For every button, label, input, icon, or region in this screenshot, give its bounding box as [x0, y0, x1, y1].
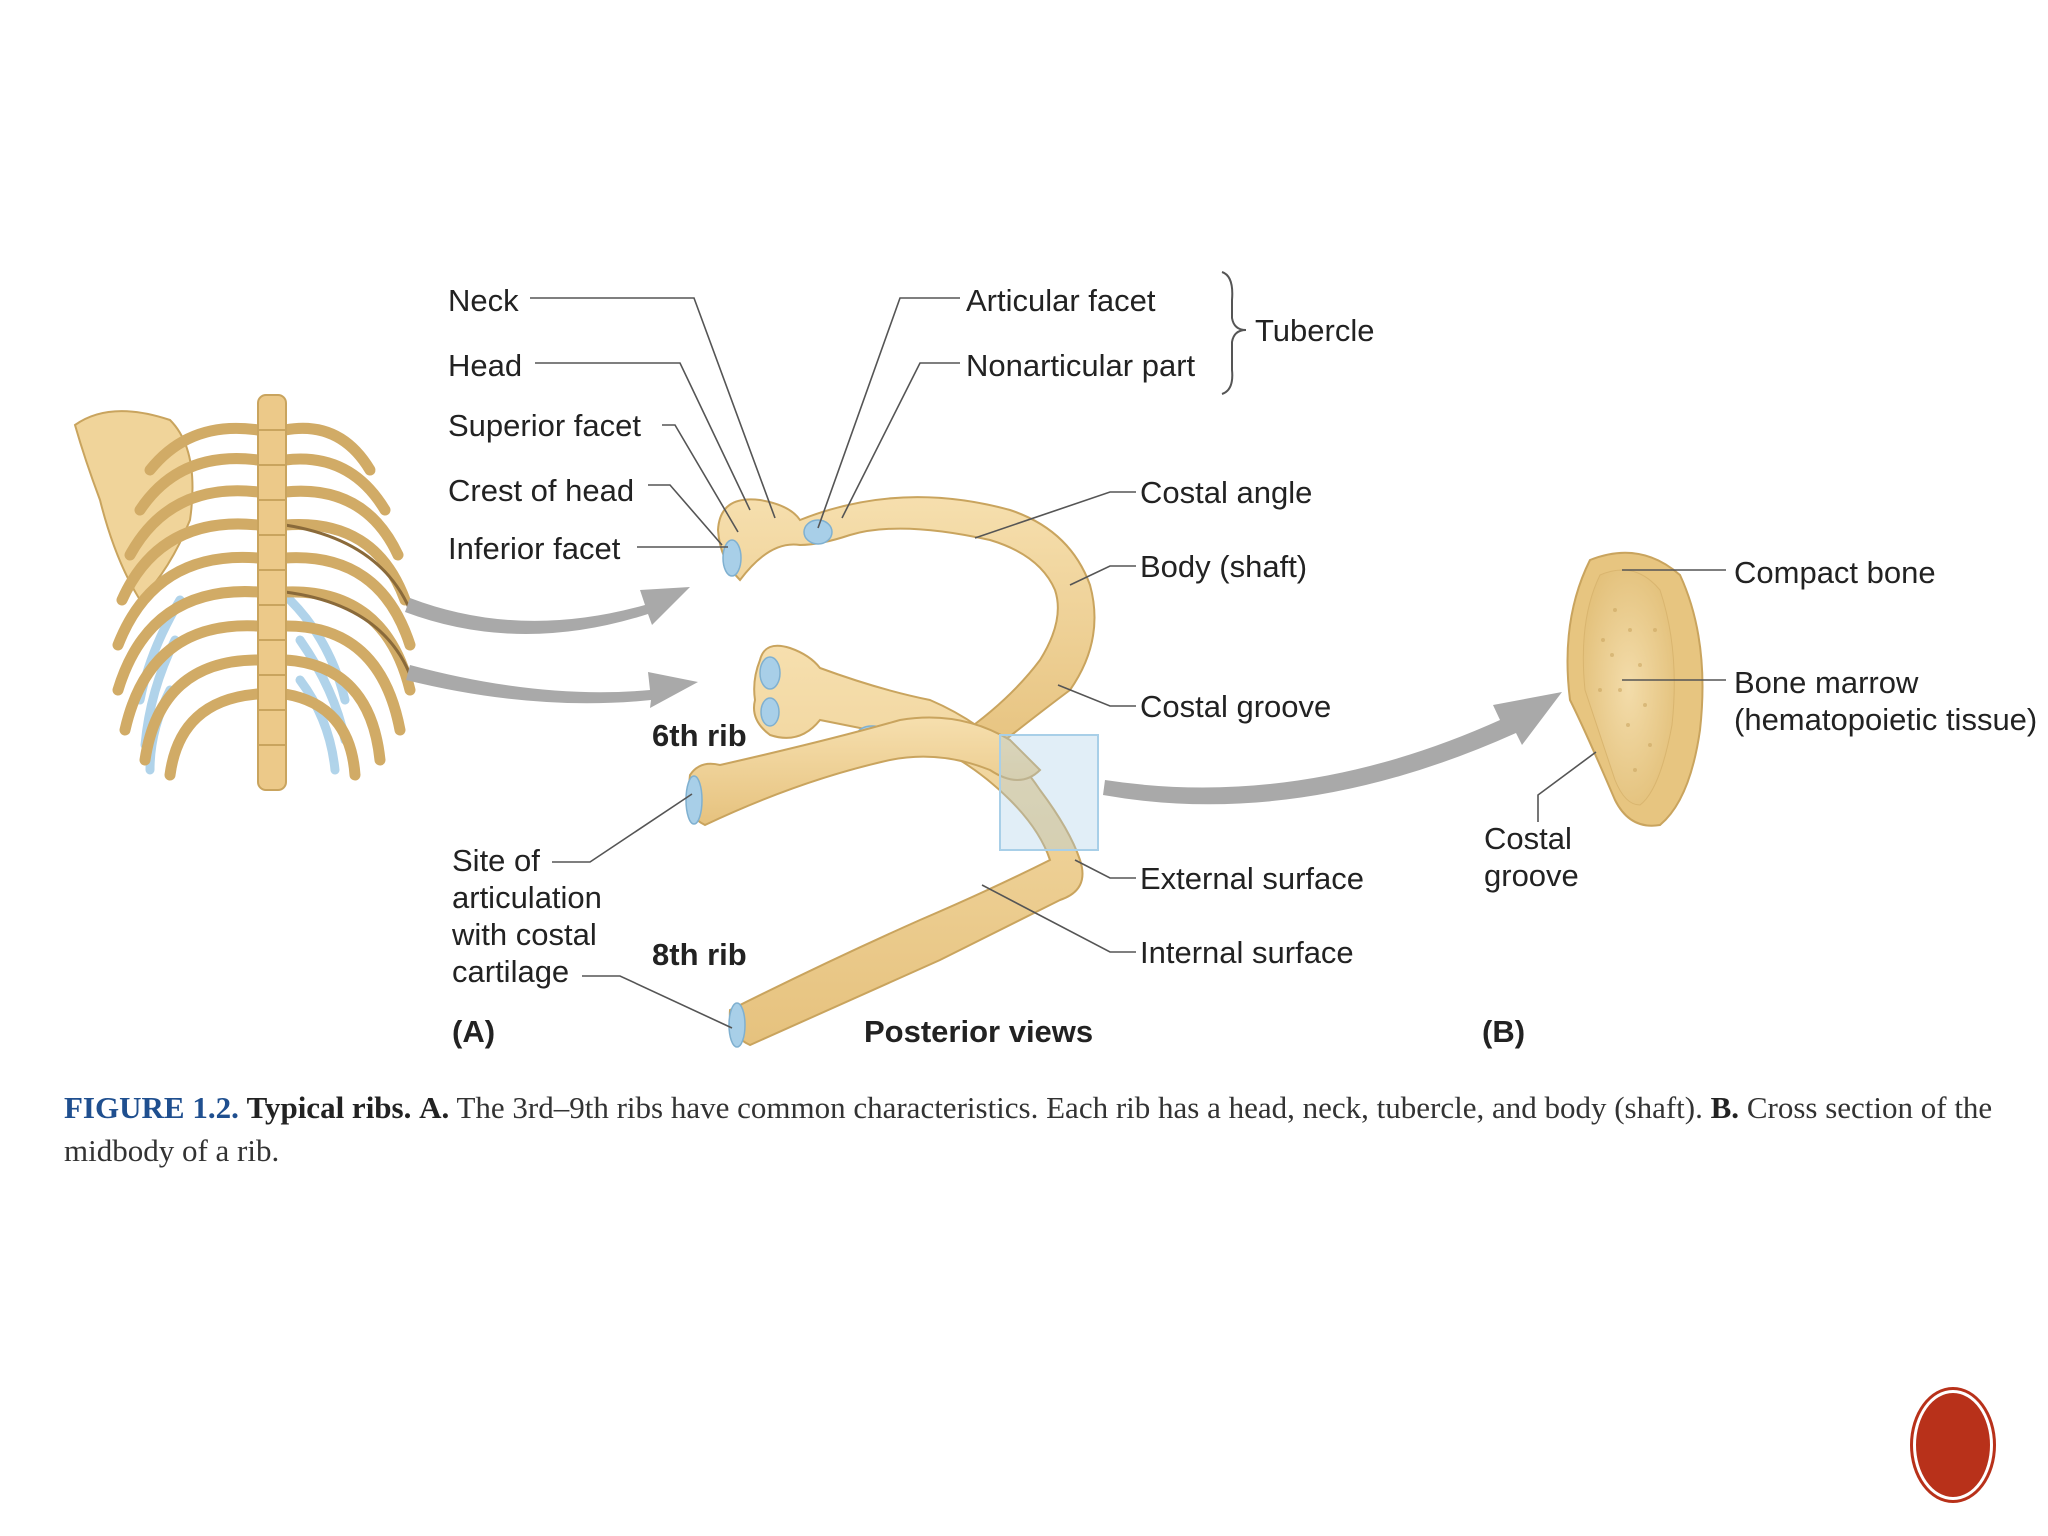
label-tubercle: Tubercle [1255, 313, 1375, 348]
arrow-to-cross-section [1103, 692, 1562, 805]
rib-8-head-facet-lower [760, 697, 780, 727]
rib-8-head-facet-upper [759, 656, 781, 690]
label-head: Head [448, 348, 523, 383]
label-posterior-views: Posterior views [864, 1014, 1094, 1049]
arrow-to-8th-rib [406, 665, 698, 708]
label-costal-groove: Costal groove [1140, 689, 1332, 724]
figure-caption: FIGURE 1.2. Typical ribs. A. The 3rd–9th… [64, 1086, 2048, 1172]
ribs-left [112, 422, 264, 781]
label-bone-marrow: Bone marrow (hematopoietic tissue) [1734, 665, 2038, 737]
vertebral-column [257, 394, 287, 791]
rib-6-anterior-arm [685, 716, 1042, 827]
label-body-shaft: Body (shaft) [1140, 549, 1308, 584]
label-inferior-facet: Inferior facet [448, 531, 621, 566]
caption-a-label: A. [419, 1090, 450, 1125]
label-superior-facet: Superior facet [448, 408, 641, 443]
label-nonarticular-part: Nonarticular part [966, 348, 1196, 383]
label-8th-rib: 8th rib [652, 937, 747, 972]
caption-b-label: B. [1710, 1090, 1740, 1125]
label-compact-bone: Compact bone [1734, 555, 1936, 590]
label-internal-surface: Internal surface [1140, 935, 1354, 970]
bone-marrow-texture [1598, 608, 1657, 772]
arrow-to-6th-rib [405, 587, 690, 635]
caption-title: Typical ribs. [246, 1090, 412, 1125]
label-costal-angle: Costal angle [1140, 475, 1313, 510]
label-articular-facet: Articular facet [966, 283, 1156, 318]
thoracic-cage-illustration [73, 394, 416, 791]
label-site-of-articulation: Site of articulation with costal cartila… [452, 843, 602, 989]
caption-figure-number: FIGURE 1.2. [64, 1090, 239, 1125]
label-neck: Neck [448, 283, 519, 318]
rib-6-head-facet [722, 539, 742, 577]
cross-section-highlight-box [999, 734, 1099, 851]
circle-button-icon[interactable] [1916, 1393, 1990, 1497]
highlight-rib-8 [284, 590, 414, 681]
rib-6-tubercle-facet [803, 519, 833, 545]
caption-a-text: The 3rd–9th ribs have common characteris… [456, 1090, 1703, 1125]
label-panel-b: (B) [1482, 1014, 1526, 1049]
label-costal-groove-b: Costal groove [1484, 821, 1579, 893]
label-crest-of-head: Crest of head [448, 473, 635, 508]
rib-6-anterior-end [685, 775, 703, 825]
highlight-rib-6 [284, 523, 412, 611]
leader-lines [530, 271, 1726, 1029]
caption-b-text: Cross section of the midbody of a rib. [64, 1090, 1993, 1168]
label-external-surface: External surface [1140, 861, 1364, 896]
label-6th-rib: 6th rib [652, 718, 747, 753]
rib-cross-section [1566, 551, 1704, 827]
pointer-arrows [405, 587, 1562, 805]
rib-8-anterior-end [728, 1002, 746, 1048]
ribs-right [279, 422, 416, 781]
label-panel-a: (A) [452, 1014, 496, 1049]
